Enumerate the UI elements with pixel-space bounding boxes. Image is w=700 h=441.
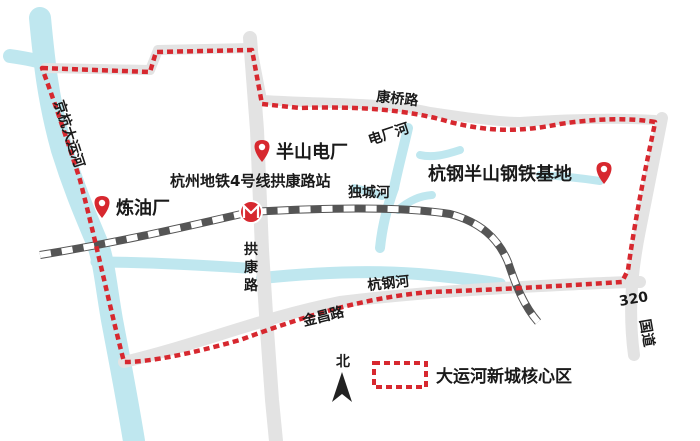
legend: 大运河新城核心区	[372, 361, 572, 389]
gongkang-road-label-2: 康	[244, 259, 259, 276]
jinchang-road	[118, 276, 646, 368]
dianchang-river-east	[416, 146, 464, 161]
ducheng-river-label: 独城河	[348, 184, 390, 201]
core-zone-boundary	[39, 47, 658, 365]
legend-swatch	[372, 361, 428, 389]
gongkang-road-label-3: 路	[244, 277, 259, 294]
metro-m-glyph	[242, 204, 260, 218]
power-plant-marker[interactable]	[254, 140, 270, 162]
legend-label: 大运河新城核心区	[436, 366, 572, 387]
metro-line-4	[39, 204, 542, 325]
national-320-label: 320	[618, 289, 650, 310]
national-320-road	[625, 112, 668, 361]
refinery-label: 炼油厂	[116, 197, 170, 219]
hanggang-river-label: 杭钢河	[367, 273, 411, 294]
metro-station-label: 杭州地铁4号线拱康路站	[170, 172, 330, 190]
steel-base-marker[interactable]	[596, 162, 612, 184]
gongkang-road	[243, 31, 283, 441]
hanggang-river	[256, 266, 506, 290]
north-arrow-icon	[332, 372, 352, 402]
refinery-marker[interactable]	[94, 196, 110, 218]
map-pin-icon	[254, 140, 270, 162]
north-arrow	[332, 372, 352, 402]
power-plant-label: 半山电厂	[276, 141, 348, 163]
national-320-label-2: 国道	[636, 318, 658, 349]
metro-line-dash	[39, 205, 541, 324]
map-pin-icon	[94, 196, 110, 218]
ducheng-river-west	[350, 184, 386, 200]
steel-base-label: 杭钢半山钢铁基地	[428, 163, 572, 185]
kangqiao-road-label: 康桥路	[376, 88, 421, 109]
north-label: 北	[336, 354, 350, 370]
ducheng-river	[375, 183, 399, 253]
dianchang-river	[389, 123, 413, 193]
grand-canal-river	[29, 7, 145, 441]
gongkang-road-label-1: 拱	[244, 241, 258, 258]
grand-canal-inlet	[3, 49, 55, 71]
lower-branch-river	[90, 256, 251, 274]
east-stub-river	[536, 171, 604, 185]
metro-station-marker[interactable]	[239, 200, 263, 224]
map-pin-icon	[596, 162, 612, 184]
kangqiao-road	[40, 43, 660, 127]
